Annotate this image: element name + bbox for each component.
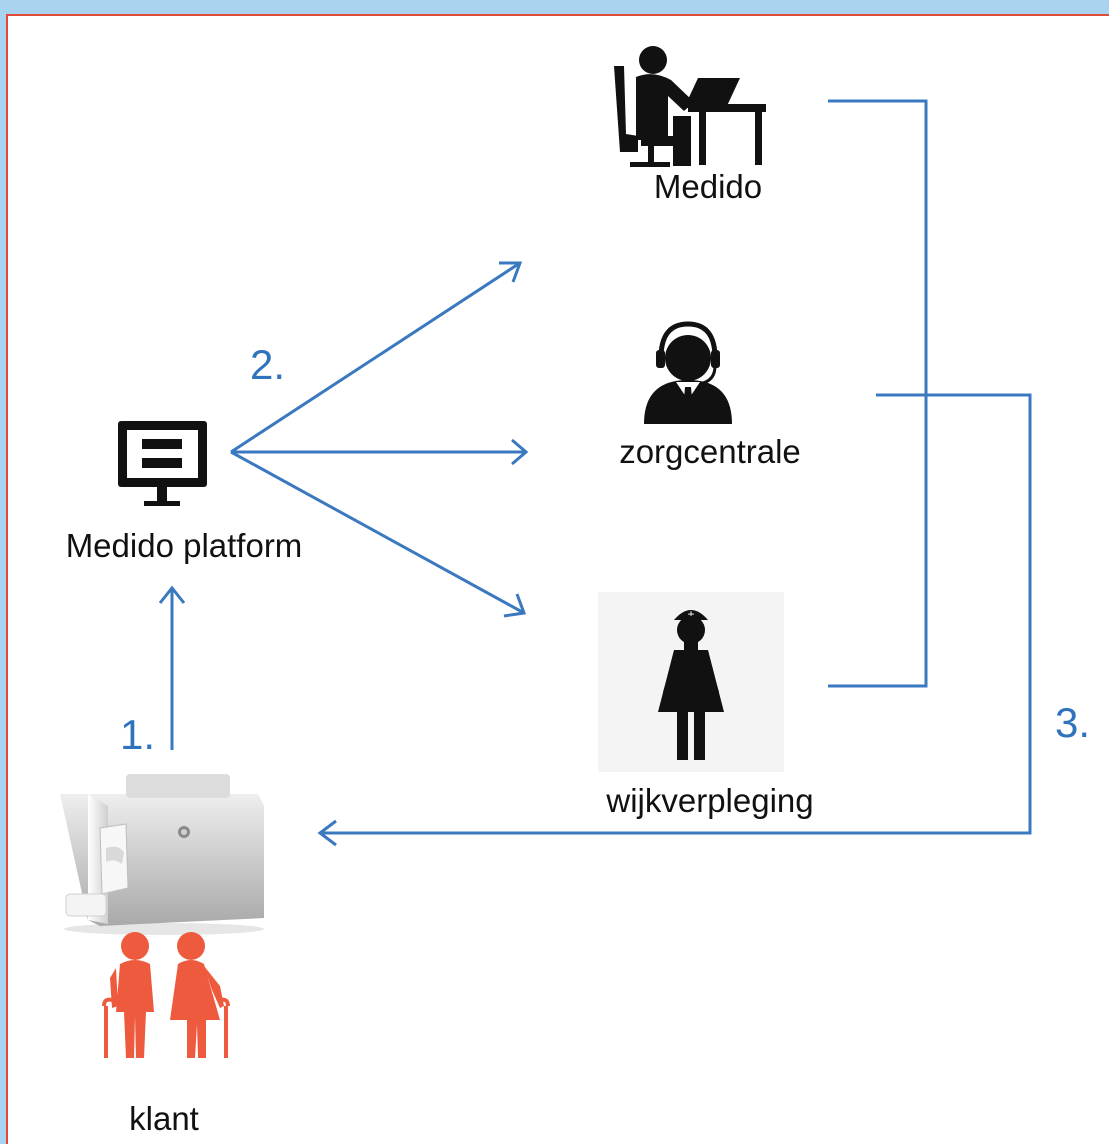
- node-label-klant: klant: [129, 1100, 199, 1137]
- headset-operator-icon: [644, 321, 732, 424]
- step-label-3: 3.: [1055, 699, 1090, 746]
- nurse-icon: +: [598, 592, 784, 772]
- monitor-icon: [118, 421, 207, 506]
- flow-arrow-2-wijkverpleging: [230, 450, 527, 618]
- flow-arrow-1: [158, 585, 186, 750]
- diagram-canvas: 1. 2. 3. Medido zorgcentrale +: [6, 14, 1109, 1144]
- node-label-platform: Medido platform: [66, 527, 303, 564]
- step-label-2: 2.: [250, 341, 285, 388]
- desk-worker-icon: [614, 46, 766, 167]
- medication-dispenser-icon: [60, 774, 264, 935]
- flow-arrow-2-zorgcentrale: [231, 438, 529, 466]
- node-label-zorgcentrale: zorgcentrale: [619, 433, 801, 470]
- flow-arrow-3: [317, 393, 1032, 847]
- svg-text:+: +: [687, 607, 694, 621]
- node-label-medido: Medido: [654, 168, 762, 205]
- node-label-wijkverpleging: wijkverpleging: [605, 782, 813, 819]
- step-label-1: 1.: [120, 711, 155, 758]
- elderly-couple-icon: [102, 932, 230, 1058]
- flow-arrow-2-medido: [230, 261, 523, 454]
